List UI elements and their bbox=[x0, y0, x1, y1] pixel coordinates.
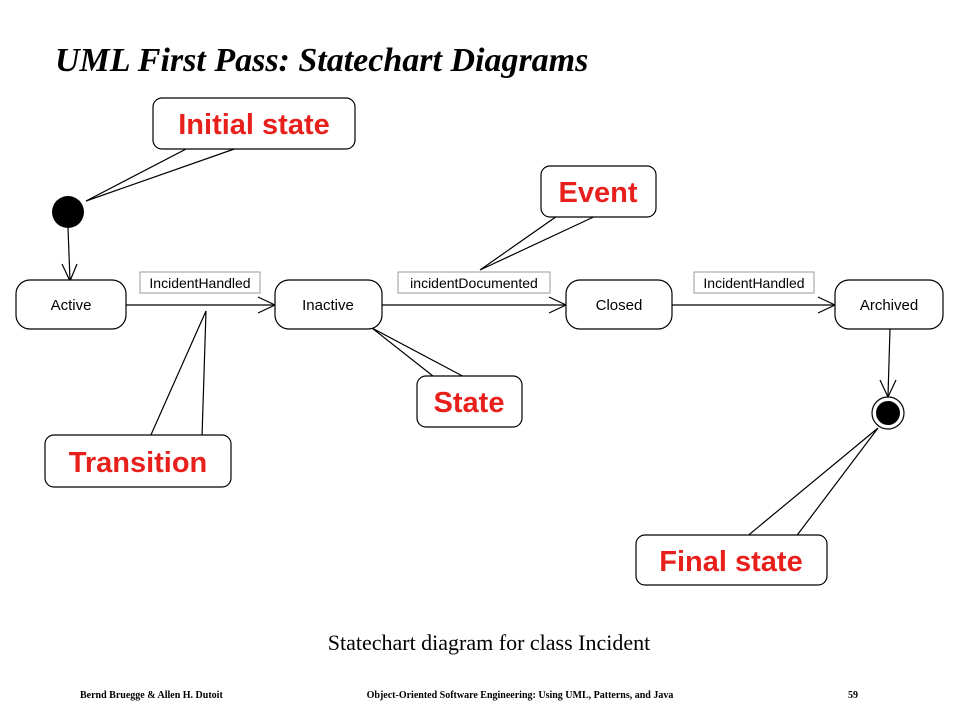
transition-callout-pointer bbox=[149, 310, 207, 438]
final-state-node bbox=[871, 396, 905, 430]
diagram-caption: Statechart diagram for class Incident bbox=[328, 630, 651, 655]
event-label-incident-handled: IncidentHandled bbox=[149, 275, 250, 291]
state-callout: State bbox=[416, 375, 523, 428]
state-callout-pointer bbox=[371, 327, 471, 381]
transition-closed-archived-event: IncidentHandled bbox=[693, 271, 815, 294]
footer-page-number: 59 bbox=[848, 690, 858, 701]
event-callout: Event bbox=[540, 165, 657, 218]
state-inactive: Inactive bbox=[274, 279, 383, 330]
transition-archived-final-line bbox=[887, 328, 891, 397]
state-active: Active bbox=[15, 279, 127, 330]
initial-state-callout: Initial state bbox=[152, 97, 356, 150]
state-closed-label: Closed bbox=[596, 297, 643, 314]
transition-active-inactive-event: IncidentHandled bbox=[139, 271, 261, 294]
initial-transition-line bbox=[67, 227, 71, 281]
slide-title: UML First Pass: Statechart Diagrams bbox=[55, 42, 588, 79]
state-inactive-label: Inactive bbox=[302, 297, 354, 314]
state-archived: Archived bbox=[834, 279, 944, 330]
initial-state-node bbox=[52, 196, 84, 228]
transition-inactive-closed-event: incidentDocumented bbox=[397, 271, 551, 294]
transition-callout-label: Transition bbox=[69, 447, 208, 479]
event-callout-pointer bbox=[479, 213, 601, 271]
initial-state-callout-label: Initial state bbox=[178, 109, 330, 141]
event-callout-label: Event bbox=[559, 177, 638, 209]
event-label-incident-documented: incidentDocumented bbox=[410, 275, 538, 291]
initial-state-callout-pointer bbox=[85, 146, 241, 202]
final-state-callout-label: Final state bbox=[659, 546, 802, 578]
state-active-label: Active bbox=[51, 297, 92, 314]
final-state-callout: Final state bbox=[635, 534, 828, 586]
state-closed: Closed bbox=[565, 279, 673, 330]
state-callout-label: State bbox=[434, 387, 505, 419]
transition-callout: Transition bbox=[44, 434, 232, 488]
footer-book-title: Object-Oriented Software Engineering: Us… bbox=[367, 690, 674, 701]
state-archived-label: Archived bbox=[860, 297, 918, 314]
footer-authors: Bernd Bruegge & Allen H. Dutoit bbox=[80, 690, 223, 701]
event-label-incident-handled-2: IncidentHandled bbox=[703, 275, 804, 291]
final-state-callout-pointer bbox=[743, 427, 879, 539]
